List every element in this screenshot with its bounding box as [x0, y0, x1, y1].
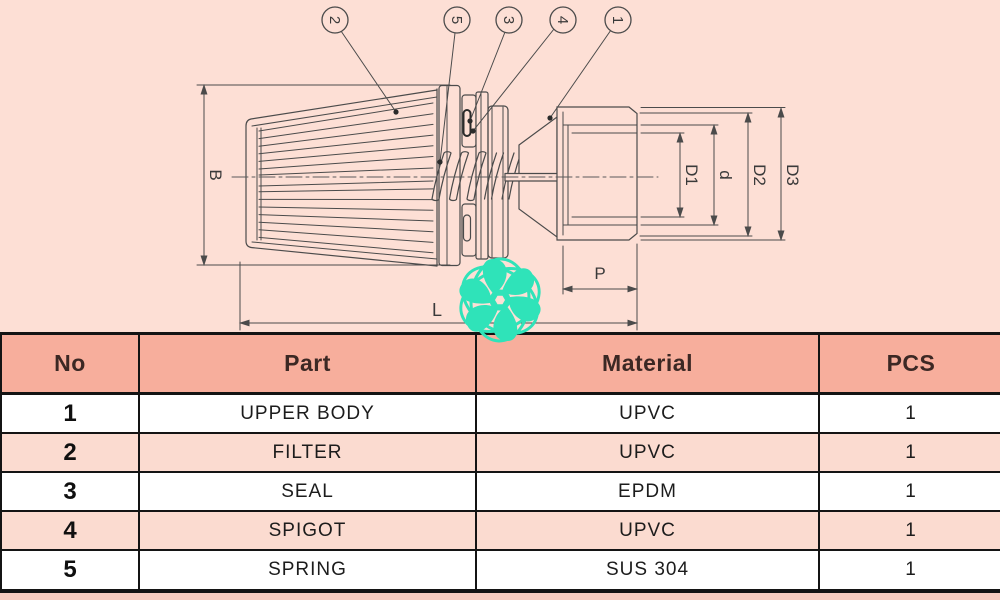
dimension-d [640, 123, 719, 227]
cell-pcs: 1 [905, 559, 917, 580]
callout-1: 1 [609, 16, 626, 24]
dimension-d3 [640, 106, 786, 242]
cell-pcs: 1 [820, 434, 1000, 473]
cell-material: UPVC [477, 512, 820, 551]
callout-5: 5 [448, 16, 465, 24]
logo-hub-hole [495, 295, 505, 305]
cell-material: UPVC [477, 434, 820, 473]
dimension-l [238, 243, 639, 331]
table-header-row: No Part Material PCS [2, 335, 1000, 395]
filter-louvers [258, 102, 434, 254]
header-material: Material [477, 335, 820, 392]
header-no: No [2, 335, 140, 392]
parts-table: No Part Material PCS 1 UPPER BODY UPVC 1… [0, 332, 1000, 593]
cell-part: FILTER [140, 434, 477, 473]
header-pcs: PCS [886, 350, 936, 376]
logo-petals [459, 259, 541, 341]
cell-material: UPVC [477, 395, 820, 434]
dim-label-d2: D2 [750, 164, 769, 186]
cell-material: SUS 304 [477, 551, 820, 589]
callout-leaders [340, 28, 612, 165]
dim-label-b: B [206, 169, 225, 180]
cell-no: 1 [2, 395, 140, 434]
dimension-d1 [640, 131, 685, 219]
table-row: 3 SEAL EPDM 1 [2, 473, 1000, 512]
cell-pcs: 1 [820, 512, 1000, 551]
dimension-d2 [639, 111, 753, 238]
table-row: 4 SPIGOT UPVC 1 [2, 512, 1000, 551]
cell-no: 5 [2, 551, 140, 589]
dim-label-d1: D1 [682, 164, 701, 186]
dim-label-d3: D3 [783, 164, 802, 186]
cap-ring-a [438, 84, 461, 267]
callout-4: 4 [554, 16, 571, 24]
cell-part: SPRING [140, 551, 477, 589]
cell-material: EPDM [477, 473, 820, 512]
cell-no: 4 [2, 512, 140, 551]
callout-numbers: 2 5 3 4 1 [326, 16, 626, 24]
dim-label-l: L [432, 300, 442, 320]
threaded-body [556, 106, 638, 241]
cell-pcs: 1 [820, 473, 1000, 512]
callout-2: 2 [326, 16, 343, 24]
table-row: 2 FILTER UPVC 1 [2, 434, 1000, 473]
cell-pcs: 1 [820, 395, 1000, 434]
dimension-p [561, 245, 639, 295]
cell-no: 2 [2, 434, 140, 473]
table-row: 5 SPRING SUS 304 1 [2, 551, 1000, 589]
table-row: 1 UPPER BODY UPVC 1 [2, 395, 1000, 434]
cell-part: UPPER BODY [140, 395, 477, 434]
callout-balloons [321, 6, 632, 34]
cell-part: SEAL [140, 473, 477, 512]
pinwheel-logo [459, 257, 541, 343]
dim-label-d: d [716, 170, 735, 179]
cell-part: SPIGOT [140, 512, 477, 551]
dimension-labels: B L P D1 d D2 D3 [206, 164, 802, 320]
cap-ring-b [475, 91, 489, 260]
header-part: Part [140, 335, 477, 392]
dim-label-p: P [594, 264, 605, 283]
callout-3: 3 [500, 16, 517, 24]
cell-no: 3 [2, 473, 140, 512]
dimension-b [196, 83, 451, 267]
